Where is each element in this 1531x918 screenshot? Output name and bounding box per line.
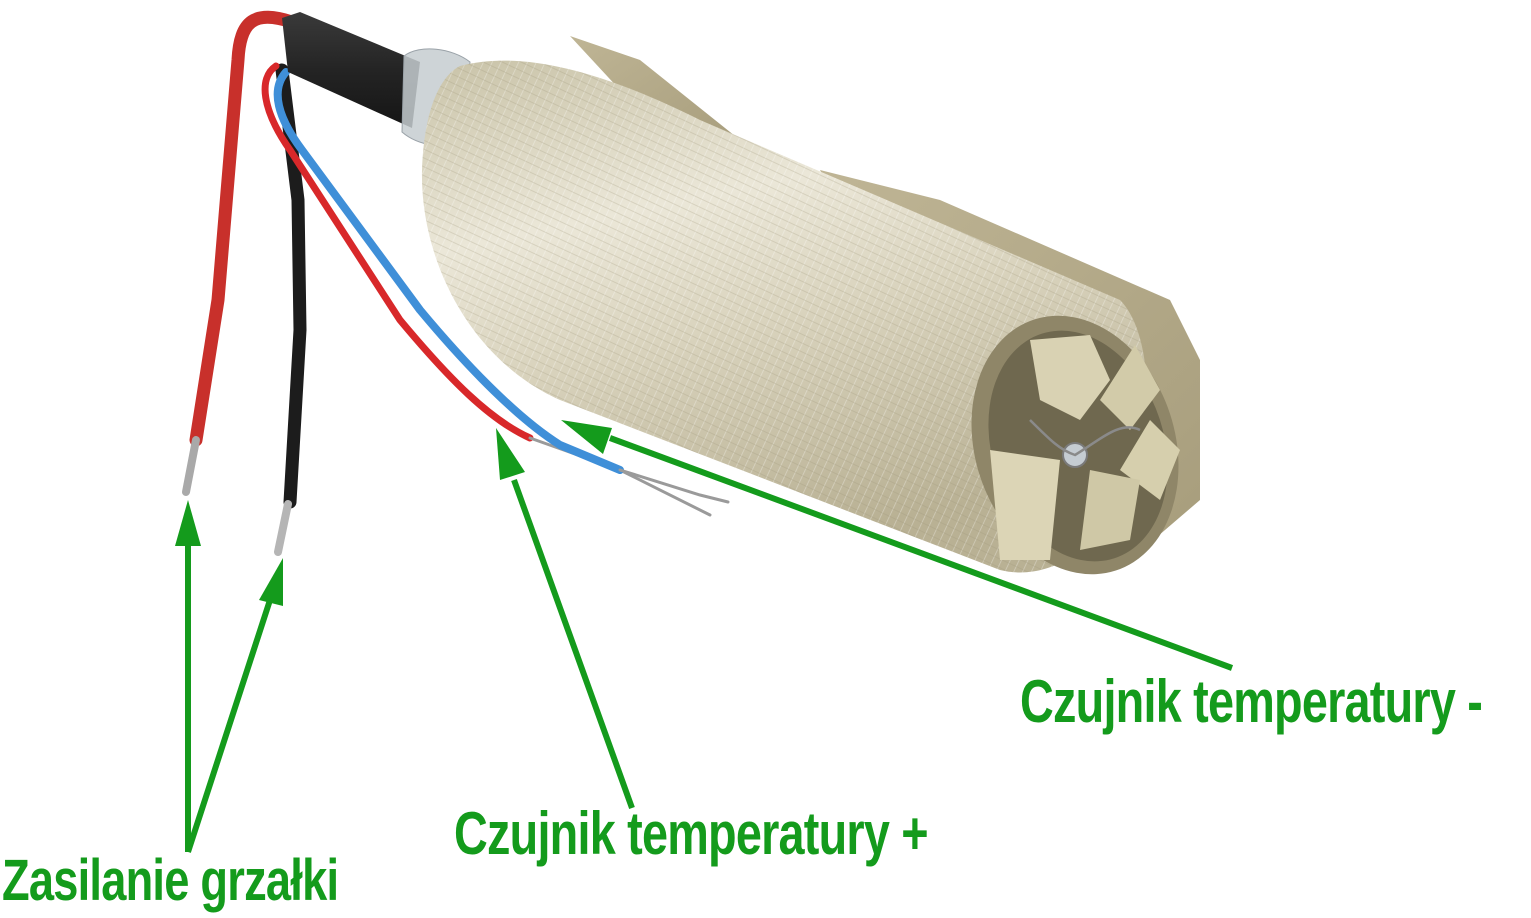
heat-shrink-sleeve (282, 12, 420, 128)
arrow-power-red (175, 500, 201, 852)
ceramic-core-end (971, 315, 1180, 575)
label-temp-sensor-plus: Czujnik temperatury + (454, 800, 929, 867)
annotation-arrows (175, 420, 1234, 853)
arrow-sensor-plus (496, 428, 635, 810)
arrow-sensor-minus (561, 420, 1234, 671)
red-power-wire (182, 10, 299, 496)
label-temp-sensor-minus: Czujnik temperatury - (1020, 668, 1483, 735)
blue-sensor-wire (273, 68, 730, 504)
label-heater-power: Zasilanie grzałki (2, 848, 339, 913)
arrow-power-black (185, 558, 283, 853)
